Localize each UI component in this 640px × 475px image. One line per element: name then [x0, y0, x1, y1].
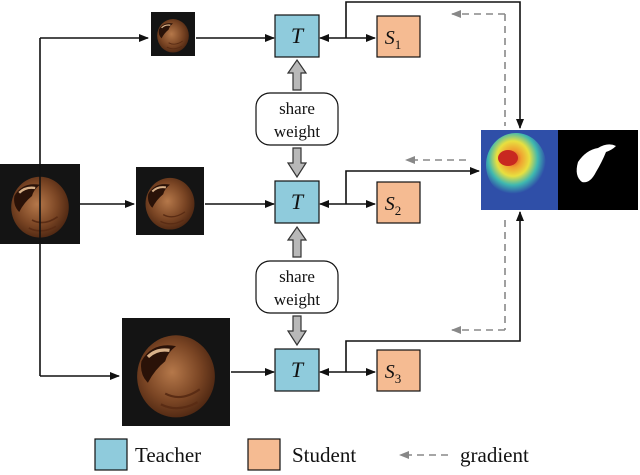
student-label-1: S: [385, 27, 395, 49]
scaled-image-2: [134, 165, 206, 237]
teacher-label-3: T: [291, 357, 305, 382]
output-mask: [558, 130, 638, 210]
scaled-image-3: [120, 316, 232, 428]
student-sub-3: 3: [395, 371, 402, 386]
svg-text:S3: S3: [385, 361, 402, 386]
student-label-2: S: [385, 193, 395, 215]
share-text-1: share: [279, 99, 315, 118]
svg-text:S1: S1: [385, 27, 402, 52]
student-sub-2: 2: [395, 203, 402, 218]
teacher-box-3: T: [274, 348, 320, 392]
teacher-box-2: T: [274, 180, 320, 224]
legend-student-label: Student: [292, 443, 356, 467]
share-weight-down-arrow-1: [286, 147, 308, 179]
output-heatmap: [481, 130, 558, 210]
scaled-image-1: [150, 11, 196, 57]
share-weight-box-1: share weight: [255, 92, 339, 146]
share-weight-box-2: share weight: [255, 260, 339, 314]
share-text-2: share: [279, 267, 315, 286]
legend-gradient-label: gradient: [460, 443, 529, 467]
gradient-arrows: [405, 10, 506, 334]
legend-student-swatch: [247, 438, 281, 471]
flow-arrows: [39, 1, 524, 380]
svg-text:S2: S2: [385, 193, 402, 218]
share-weight-up-arrow-2: [286, 225, 308, 258]
legend-teacher-swatch: [94, 438, 128, 471]
share-weight-up-arrow-1: [286, 58, 308, 91]
student-box-1: S1: [376, 15, 421, 58]
teacher-label-2: T: [291, 189, 305, 214]
student-label-3: S: [385, 361, 395, 383]
legend-teacher-label: Teacher: [135, 443, 201, 467]
teacher-box-1: T: [274, 14, 320, 58]
legend: Teacher Student gradient: [94, 438, 529, 471]
student-box-2: S2: [376, 181, 421, 224]
weight-text-2: weight: [274, 290, 321, 309]
share-weight-down-arrow-2: [286, 315, 308, 347]
weight-text-1: weight: [274, 122, 321, 141]
student-sub-1: 1: [395, 37, 402, 52]
student-box-3: S3: [376, 349, 421, 392]
teacher-label-1: T: [291, 23, 305, 48]
